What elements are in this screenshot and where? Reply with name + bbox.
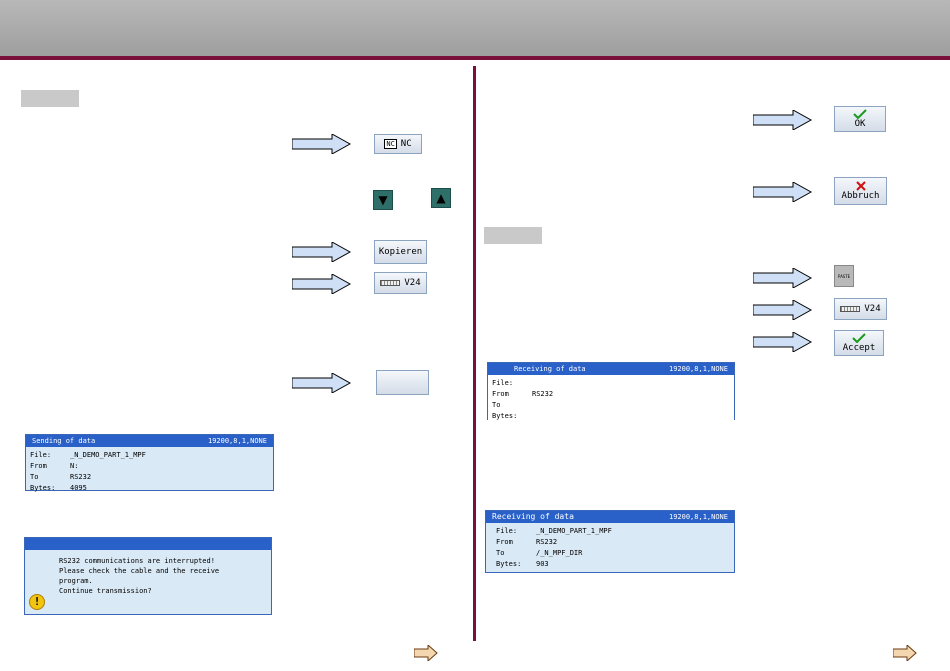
column-divider xyxy=(473,66,476,641)
v24-softkey-label: V24 xyxy=(404,278,421,288)
sending-dialog: Sending of data 19200,8,1,NONE File:_N_D… xyxy=(25,434,274,492)
dialog-row: File:_N_DEMO_PART_1_MPF xyxy=(30,451,146,459)
cross-icon xyxy=(855,181,866,191)
up-arrow-icon: ▲ xyxy=(436,191,446,205)
dialog-title-bar: Sending of data 19200,8,1,NONE xyxy=(26,435,273,447)
section-label-left xyxy=(21,90,79,107)
header-bar xyxy=(0,0,950,56)
right-arrow-icon xyxy=(753,110,813,130)
dialog-row: Bytes:903 xyxy=(496,560,549,568)
abbruch-softkey[interactable]: Abbruch xyxy=(834,177,887,205)
dialog-title: Sending of data xyxy=(32,437,96,445)
dialog-row: File: xyxy=(492,379,514,387)
dialog-title-bar: Receiving of data 19200,8,1,NONE xyxy=(488,363,734,375)
right-arrow-icon xyxy=(753,332,813,352)
dialog-title: Receiving of data xyxy=(492,512,574,521)
up-arrow-button[interactable]: ▲ xyxy=(431,188,451,208)
right-arrow-icon xyxy=(292,242,352,262)
kopieren-softkey[interactable]: Kopieren xyxy=(374,240,427,264)
receiving-dialog-empty: Receiving of data 19200,8,1,NONE File: F… xyxy=(487,362,735,425)
down-arrow-button[interactable]: ▼ xyxy=(373,190,393,210)
dialog-row: To xyxy=(492,401,501,409)
error-message-line: RS232 communications are interrupted! xyxy=(59,557,215,565)
down-arrow-icon: ▼ xyxy=(378,193,388,207)
dialog-row: File:_N_DEMO_PART_1_MPF xyxy=(496,527,612,535)
nc-icon: NC xyxy=(384,139,397,149)
right-arrow-icon xyxy=(292,274,352,294)
dialog-title: Receiving of data xyxy=(514,365,586,373)
error-message-line: program. xyxy=(59,577,93,585)
abbruch-softkey-label: Abbruch xyxy=(841,191,880,201)
right-arrow-icon xyxy=(753,300,813,320)
paste-icon: PASTE xyxy=(837,273,851,279)
error-message-line: Please check the cable and the receive xyxy=(59,567,220,575)
keyboard-icon xyxy=(840,306,861,312)
keyboard-icon xyxy=(380,280,401,286)
dialog-params: 19200,8,1,NONE xyxy=(668,513,728,521)
right-arrow-icon xyxy=(753,268,813,288)
receiving-dialog-filled: Receiving of data 19200,8,1,NONE File:_N… xyxy=(485,510,735,573)
kopieren-softkey-label: Kopieren xyxy=(378,247,423,257)
dialog-row: Bytes: xyxy=(492,412,518,420)
dialog-row: To/_N_MPF_DIR xyxy=(496,549,583,557)
nc-softkey-label: NC xyxy=(400,139,412,149)
warning-icon: ! xyxy=(29,594,45,610)
v24-softkey-right[interactable]: V24 xyxy=(834,298,887,320)
next-page-arrow-icon[interactable] xyxy=(414,645,438,661)
v24-softkey-left[interactable]: V24 xyxy=(374,272,427,294)
blank-softkey[interactable] xyxy=(376,370,429,395)
v24-softkey-label: V24 xyxy=(864,304,881,314)
ok-softkey[interactable]: OK xyxy=(834,106,886,132)
next-page-arrow-icon[interactable] xyxy=(893,645,917,661)
error-dialog: RS232 communications are interrupted! Pl… xyxy=(24,537,272,615)
section-label-right xyxy=(484,227,542,244)
check-icon xyxy=(853,109,867,119)
error-dialog-title-bar xyxy=(25,538,271,550)
dialog-title-bar: Receiving of data 19200,8,1,NONE xyxy=(486,511,734,523)
dialog-row: Bytes:4095 xyxy=(30,484,87,492)
accept-softkey-label: Accept xyxy=(842,343,876,353)
dialog-params: 19200,8,1,NONE xyxy=(668,365,728,373)
ok-softkey-label: OK xyxy=(854,119,866,129)
paste-softkey[interactable]: PASTE xyxy=(834,265,854,287)
header-rule xyxy=(0,56,950,60)
right-arrow-icon xyxy=(753,182,813,202)
check-icon xyxy=(852,333,866,343)
dialog-params: 19200,8,1,NONE xyxy=(207,437,267,445)
accept-softkey[interactable]: Accept xyxy=(834,330,884,356)
error-message-line: Continue transmission? xyxy=(59,587,152,595)
right-arrow-icon xyxy=(292,373,352,393)
right-arrow-icon xyxy=(292,134,352,154)
nc-softkey[interactable]: NC NC xyxy=(374,134,422,154)
